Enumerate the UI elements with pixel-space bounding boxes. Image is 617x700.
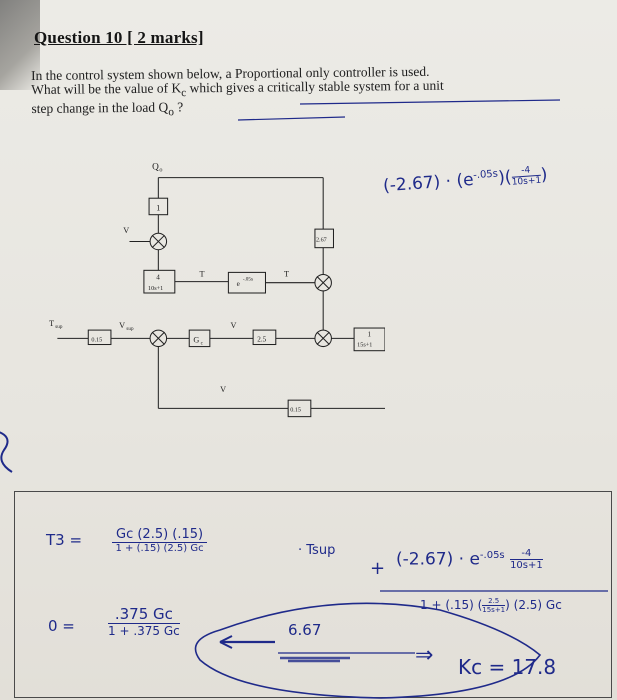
block-delay-exp: -.05s (243, 277, 253, 283)
block-out-den: 15s+1 (357, 342, 372, 349)
label-qo: Q (152, 162, 159, 172)
block-top-text: 1 (156, 204, 160, 213)
zero-lhs: 0 = (48, 617, 75, 635)
eq-load-den-frac-den: 15s+1 (482, 606, 506, 614)
eq-load-den-frac-num: 2.5 (482, 597, 506, 606)
block-gain-text: 2.67 (316, 236, 327, 243)
label-qo-sub: o (159, 166, 162, 173)
result-arrow: ⇒ (415, 643, 434, 668)
question-line-3a: step change in the load Q (31, 99, 169, 116)
eq-den: 1 + (.15) (2.5) Gc (115, 543, 204, 554)
label-t1: T (200, 270, 205, 279)
eq-load-frac-den: 10s+1 (510, 560, 543, 571)
block-25-text: 2.5 (257, 335, 266, 343)
label-tsup: T (49, 319, 54, 328)
block-diagram: Q o V 1 4 10s+1 T e -.05s T 2.67 T sup 0… (49, 162, 385, 418)
block-out-num: 1 (367, 330, 371, 338)
result-kc: Kc = 17.8 (458, 655, 557, 679)
zero-fraction: .375 Gc 1 + .375 Gc (108, 605, 180, 638)
eq-load-den-b: ) (2.5) Gc (505, 598, 562, 612)
label-vsup: V (119, 321, 125, 330)
block-gc-sub: c (201, 341, 204, 347)
eq-load-text: (-2.67) · e (396, 549, 480, 570)
left-scribble (0, 431, 13, 473)
label-t2: T (284, 270, 289, 279)
block-in-text: 0.15 (91, 336, 102, 343)
eq-fraction: Gc (2.5) (.15) 1 + (.15) (2.5) Gc (112, 527, 208, 554)
hand-tr-exp: -.05s (472, 168, 499, 182)
eq-load-exp: -.05s (479, 549, 505, 561)
block-gc-text: G (193, 335, 199, 344)
eq-num: Gc (2.5) (.15) (112, 527, 208, 543)
eq-lhs: T3 = (46, 531, 83, 549)
block-tf-den: 10s+1 (148, 285, 163, 292)
question-line-2a: What will be the value of K (31, 80, 182, 97)
label-vsup-sub: sup (126, 326, 134, 332)
question-line-2b: which gives a critically stable system f… (186, 77, 444, 96)
question-line-3b: ? (173, 99, 184, 115)
arrow-value: 6.67 (288, 621, 322, 639)
question-body: In the control system shown below, a Pro… (31, 63, 607, 120)
block-fb-text: 0.15 (290, 406, 301, 413)
question-title: Question 10 [ 2 marks] (34, 28, 204, 47)
label-v-top: V (123, 226, 129, 235)
page-shadow (0, 0, 40, 90)
eq-plus: + (370, 558, 386, 579)
answer-oval (194, 602, 542, 699)
label-tsup-sub: sup (55, 324, 63, 330)
eq-load-frac-num: -4 (510, 548, 543, 560)
zero-num: .375 Gc (108, 605, 180, 624)
block-tf-num: 4 (156, 274, 160, 282)
hand-tr-end: ) (540, 164, 549, 186)
label-v-bottom: V (220, 385, 226, 394)
label-v2: V (230, 321, 236, 330)
eq-tsup: · Tsup (298, 543, 336, 558)
block-delay-e: e (237, 280, 240, 288)
hand-tr-b: )( (497, 167, 513, 189)
answer-box (14, 491, 612, 698)
zero-den: 1 + .375 Gc (108, 624, 180, 638)
eq-load-bar (380, 590, 608, 592)
hand-tr-frac-den: 10s+1 (511, 175, 542, 188)
